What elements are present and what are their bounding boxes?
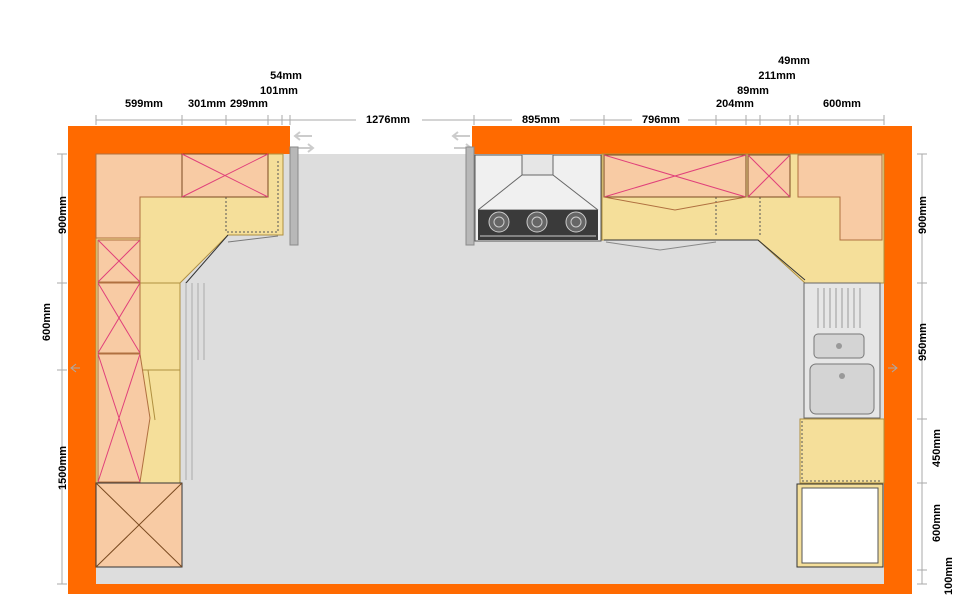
worktop-right (799, 418, 885, 484)
sink-bowl-large (809, 363, 875, 415)
wall-cabinet-top-long-front (603, 196, 747, 211)
worktop-top-right-front (604, 239, 806, 281)
door-post-right (465, 146, 475, 246)
doorway-opening (290, 126, 476, 154)
wall-cabinet-left-3 (97, 353, 151, 483)
cooker-hood-icon (477, 155, 599, 211)
dim-top-599: 599mm (125, 98, 163, 110)
worktop-left-lower-sect (140, 282, 180, 421)
dim-top-89: 89mm (737, 85, 769, 97)
wall-cabinet-top-right-corner (797, 154, 883, 241)
dim-top-301: 301mm (188, 98, 226, 110)
dim-right-900: 900mm (917, 196, 929, 234)
dim-top-600: 600mm (823, 98, 861, 110)
dim-right-600: 600mm (931, 504, 943, 542)
worktop-top-right-dashed (715, 197, 761, 236)
dim-left-900: 900mm (57, 196, 69, 234)
hob-burners-icon (480, 211, 596, 237)
dim-right-100: 100mm (943, 557, 955, 595)
worktop-left-dashed-top (225, 160, 279, 233)
worktop-top-right-diag (605, 241, 717, 251)
wall-cabinet-left-bottom-cross (95, 482, 183, 568)
dimension-line-right (888, 153, 927, 585)
top-796-label-bg (632, 112, 688, 126)
top-895-label-bg (512, 112, 570, 126)
dim-top-1276: 1276mm (366, 114, 410, 126)
dim-top-211: 211mm (758, 70, 796, 82)
dim-top-101: 101mm (260, 85, 298, 97)
dim-top-204: 204mm (716, 98, 754, 110)
door-jamb-left (282, 126, 290, 154)
dim-top-299: 299mm (230, 98, 268, 110)
sink-drainer-icon (817, 288, 861, 328)
door-jamb-right (472, 126, 480, 154)
wall-cabinet-left-3-cross (97, 353, 141, 483)
wall-cabinet-left-2-cross (97, 282, 141, 354)
sink-plug-large (839, 373, 845, 379)
wall-cabinet-top-small-cross (747, 154, 791, 198)
wall-cabinet-top-long-cross (603, 154, 747, 198)
dim-left-600: 600mm (41, 303, 53, 341)
dim-right-450: 450mm (931, 429, 943, 467)
worktop-left-plinth-lines (185, 283, 205, 480)
appliance-right-inner (801, 487, 879, 564)
top-1276-label-bg (356, 112, 422, 126)
worktop-right-dashed (801, 421, 882, 482)
wall-cabinet-left-1-cross (97, 239, 141, 283)
dim-right-950: 950mm (917, 323, 929, 361)
dim-top-796: 796mm (642, 114, 680, 126)
dim-top-895: 895mm (522, 114, 560, 126)
door-arrow-left-icon (293, 131, 315, 153)
wall-cabinet-left-top-cross (181, 153, 269, 198)
dim-top-49: 49mm (778, 55, 810, 67)
dimension-line-left (57, 153, 80, 585)
worktop-left-front-edge (227, 235, 279, 243)
sink-plug-small (836, 343, 842, 349)
dim-top-54: 54mm (270, 70, 302, 82)
dimension-line-top (95, 115, 885, 125)
dim-left-1500: 1500mm (57, 446, 69, 490)
door-post-left (289, 146, 299, 246)
